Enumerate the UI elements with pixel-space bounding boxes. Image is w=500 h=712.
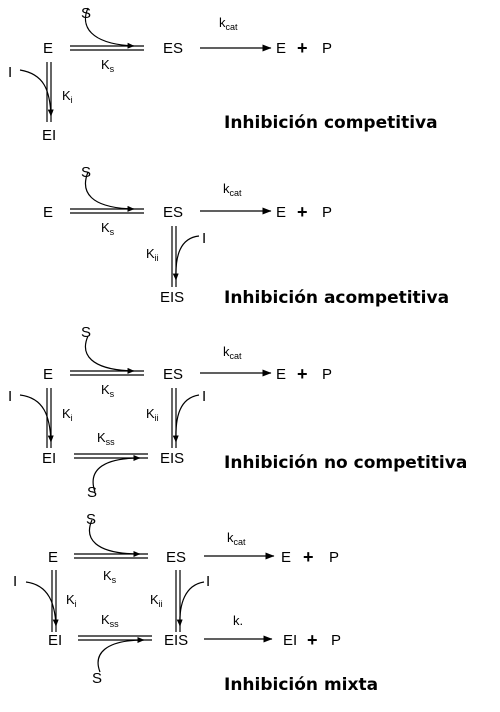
constant-Kii: Kii [150,592,163,609]
constant-Kii: Kii [146,406,159,423]
constant-Ks: Ks [103,568,117,585]
product-EI: EI [283,632,297,649]
constant-Kss: Kss [97,430,115,447]
plus-sign: + [297,364,308,384]
constant-kcat: kcat [223,344,242,361]
species-EI: EI [42,127,56,144]
constant-kcat: kcat [219,15,238,32]
constant-Ki: Ki [62,406,73,423]
species-ES: ES [163,204,183,221]
species-EIS: EIS [164,632,188,649]
substrate-S: S [81,324,91,341]
inhibitor-I: I [13,573,17,590]
equilibrium-arrow-E-EI [19,62,54,122]
species-E: E [43,366,53,383]
inhibitor-I: I [202,230,206,247]
equilibrium-arrow-E-EI [19,388,54,448]
product-P: P [329,549,339,566]
substrate-S: S [92,670,102,687]
equilibrium-arrow-EI-EIS [78,635,152,673]
product-E: E [276,204,286,221]
inhibitor-I: I [8,388,12,405]
species-ES: ES [166,549,186,566]
scheme-noncompetitive: E S Ks ES kcat E + P I Ki I Kii EI [8,324,467,501]
substrate-S: S [81,5,91,22]
equilibrium-arrow-ES-EIS [171,388,200,448]
species-EI: EI [48,632,62,649]
plus-sign: + [297,38,308,58]
inhibitor-I: I [202,388,206,405]
product-P: P [322,204,332,221]
equilibrium-arrow-E-ES [70,7,144,51]
equilibrium-arrow-E-ES [74,519,148,559]
constant-Kii: Kii [146,246,159,263]
title-mixed: Inhibición mixta [224,675,378,695]
constant-k-dot: k. [233,613,243,628]
title-uncompetitive: Inhibición acompetitiva [224,288,449,308]
equilibrium-arrow-E-ES [70,335,144,376]
species-ES: ES [163,40,183,57]
equilibrium-arrow-E-ES [70,171,144,214]
species-EI: EI [42,450,56,467]
product-E: E [281,549,291,566]
title-noncompetitive: Inhibición no competitiva [224,453,467,473]
constant-kcat: kcat [227,530,246,547]
constant-Ks: Ks [101,220,115,237]
species-ES: ES [163,366,183,383]
species-E: E [43,204,53,221]
scheme-competitive: E S Ks ES kcat E + P I Ki EI Inhibición … [8,5,438,144]
plus-sign: + [303,547,314,567]
equilibrium-arrow-ES-EIS [171,226,200,287]
inhibitor-I: I [8,64,12,81]
product-P: P [331,632,341,649]
constant-kcat: kcat [223,181,242,198]
product-P: P [322,40,332,57]
inhibitor-I: I [206,573,210,590]
substrate-S: S [86,511,96,528]
constant-Ki: Ki [62,88,73,105]
product-P: P [322,366,332,383]
constant-Ki: Ki [66,592,77,609]
species-E: E [43,40,53,57]
plus-sign: + [297,202,308,222]
plus-sign: + [307,630,318,650]
title-competitive: Inhibición competitiva [224,113,438,133]
scheme-uncompetitive: E S Ks ES kcat E + P I Kii EIS Inhibició… [43,164,449,308]
species-EIS: EIS [160,450,184,467]
equilibrium-arrow-ES-EIS [175,570,205,632]
species-EIS: EIS [160,289,184,306]
substrate-S: S [87,484,97,501]
product-E: E [276,40,286,57]
constant-Ks: Ks [101,382,115,399]
equilibrium-arrow-EI-EIS [74,453,148,493]
equilibrium-arrow-E-EI [25,570,59,632]
product-E: E [276,366,286,383]
scheme-mixed: E S Ks ES kcat E + P I Ki I Kii EI [13,511,378,695]
species-E: E [48,549,58,566]
constant-Kss: Kss [101,612,119,629]
constant-Ks: Ks [101,57,115,74]
substrate-S: S [81,164,91,181]
